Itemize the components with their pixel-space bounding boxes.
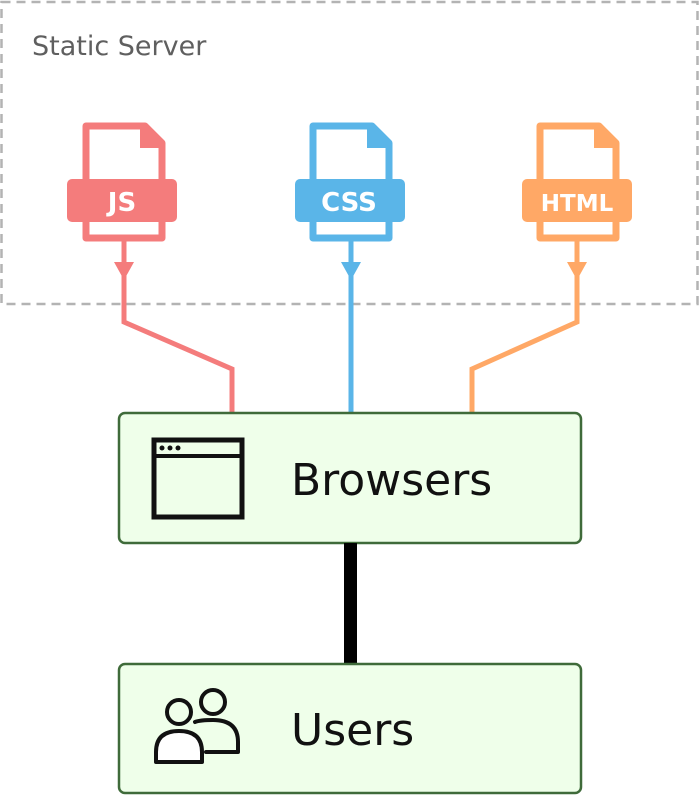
- js-file-fold: [140, 124, 164, 148]
- file-connectors: [114, 238, 587, 412]
- html-connector: [469, 238, 580, 412]
- css-file-badge: [295, 179, 405, 222]
- browsers-label: Browsers: [291, 455, 492, 506]
- js-arrowhead: [114, 262, 134, 280]
- js-file-label: JS: [106, 188, 136, 218]
- static-server-label: Static Server: [32, 31, 207, 62]
- static-server-group: Static Server: [0, 0, 699, 306]
- html-file-fold: [594, 124, 618, 148]
- html-file-label: HTML: [541, 191, 614, 217]
- css-file-label: CSS: [321, 188, 377, 218]
- static-server-container: [0, 0, 699, 306]
- js-connector: [121, 238, 235, 412]
- js-file-icon: JS: [67, 122, 177, 242]
- browsers-users-connector: [344, 543, 357, 664]
- users-box: [117, 662, 583, 795]
- users-node: Users: [117, 662, 583, 795]
- browser-window-icon: [151, 437, 245, 520]
- html-arrowhead: [567, 262, 587, 280]
- users-icon: [154, 688, 240, 764]
- css-file-fold: [367, 124, 391, 148]
- js-file-badge: [67, 179, 177, 222]
- html-file-badge: [522, 179, 632, 222]
- html-file-icon: HTML: [522, 122, 632, 242]
- css-file-icon: CSS: [295, 122, 405, 242]
- browsers-node: Browsers: [117, 411, 583, 545]
- css-arrowhead: [341, 262, 361, 280]
- users-label: Users: [291, 705, 414, 756]
